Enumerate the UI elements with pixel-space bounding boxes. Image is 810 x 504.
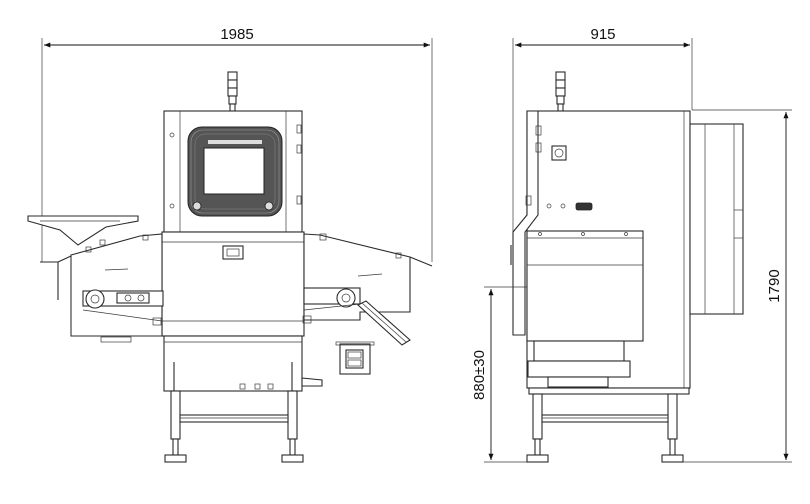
total-height-label: 1790 xyxy=(766,269,783,302)
lower-cabinet xyxy=(163,335,303,392)
front-view: 1985 xyxy=(27,26,433,463)
front-legs xyxy=(164,362,304,463)
signal-tower xyxy=(227,71,238,112)
side-depth-label: 915 xyxy=(590,26,615,43)
right-tunnel xyxy=(303,233,411,321)
reject-box xyxy=(335,341,375,375)
side-conveyor-base xyxy=(533,340,625,362)
infeed-conveyor xyxy=(82,289,164,326)
housing-handle xyxy=(222,245,244,260)
infeed-height-label: 880±30 xyxy=(471,350,488,400)
infeed-hopper xyxy=(27,215,139,246)
side-conveyor-cover xyxy=(526,230,644,342)
side-door xyxy=(512,110,539,336)
xray-generator xyxy=(689,123,744,315)
outfeed-conveyor xyxy=(302,287,361,324)
side-view: 915 xyxy=(471,26,792,463)
side-legs xyxy=(526,387,690,463)
side-signal-tower xyxy=(555,71,566,112)
side-controls xyxy=(546,145,593,211)
front-width-label: 1985 xyxy=(220,26,253,43)
touch-screen xyxy=(187,126,283,217)
left-tunnel xyxy=(70,233,163,337)
